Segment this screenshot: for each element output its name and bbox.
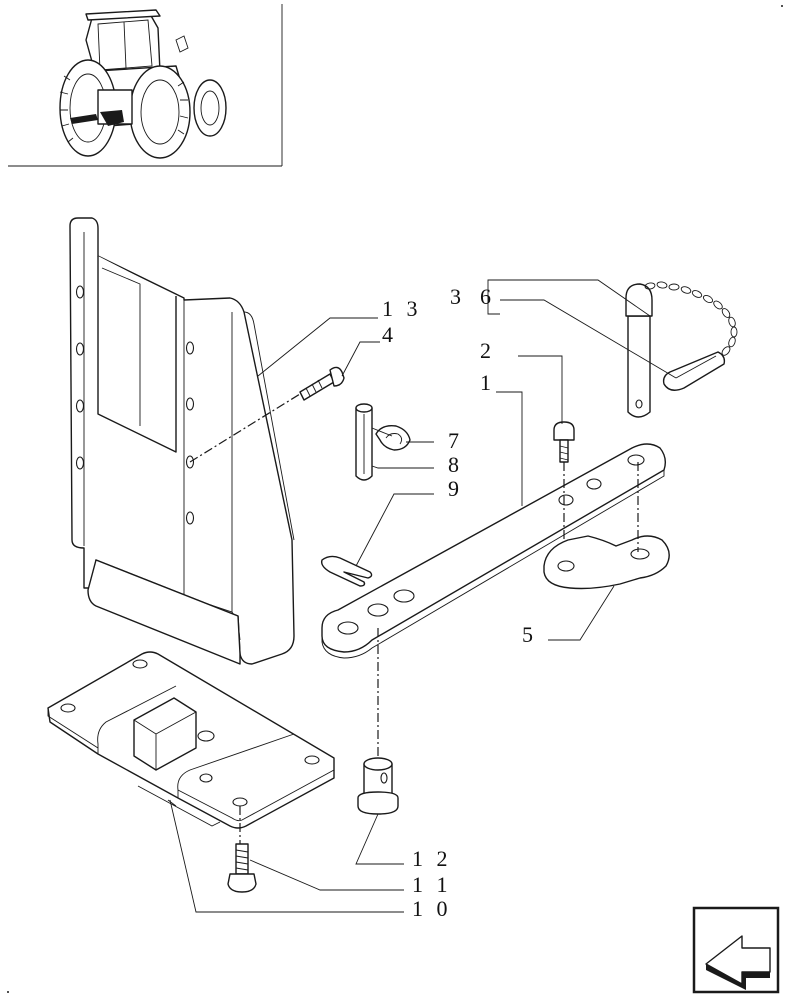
callout-3: 3 (450, 284, 465, 309)
part-13-hitch-bracket (69, 217, 295, 665)
callout-9: 9 (448, 476, 463, 501)
callout-6: 6 (480, 284, 495, 309)
callout-2: 2 (480, 338, 495, 363)
axis-bolt-4 (189, 393, 301, 463)
callout-1: 1 (480, 370, 495, 395)
callout-10: 1 0 (412, 896, 452, 921)
part-5-link-plate (543, 535, 670, 590)
callout-13: 1 3 (382, 296, 422, 321)
callout-7: 7 (448, 428, 463, 453)
part-1-drawbar (321, 443, 667, 659)
leader-lines (169, 279, 677, 913)
corner-mark (7, 991, 9, 993)
callout-5: 5 (522, 622, 537, 647)
part-2-bolt (553, 421, 575, 463)
part-10-base-plate (47, 651, 335, 829)
part-8-pin (355, 403, 373, 481)
part-4-bolt (299, 366, 345, 401)
part-6-chain-ring (644, 281, 738, 391)
corner-mark (781, 5, 783, 7)
part-7-clip (371, 424, 411, 451)
part-11-bolt (227, 843, 257, 893)
callout-8: 8 (448, 452, 463, 477)
tractor-rear-view-icon (59, 9, 227, 159)
callout-12: 1 2 (412, 846, 452, 871)
previous-page-arrow-icon[interactable] (692, 906, 780, 994)
thumbnail-frame (8, 4, 283, 167)
part-12-pin (357, 757, 399, 815)
callout-labels: 1 3 4 3 6 2 1 7 8 9 5 1 2 1 1 1 0 (382, 284, 537, 921)
part-9-spring-clip (320, 555, 373, 587)
callout-11: 1 1 (412, 872, 452, 897)
callout-4: 4 (382, 322, 397, 347)
part-3-pin (625, 283, 653, 418)
